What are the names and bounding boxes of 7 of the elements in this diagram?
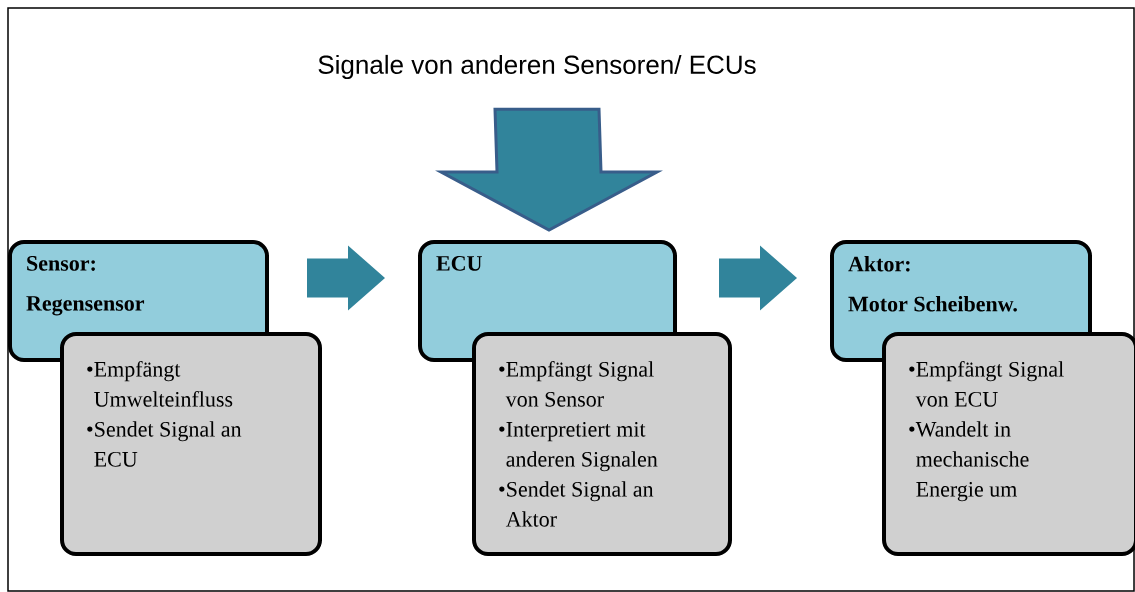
block-arrow [719,245,797,311]
block-arrow [307,245,385,311]
title-text: Signale von anderen Sensoren/ ECUs [318,54,756,80]
block-arrow [435,107,663,232]
description-box: •Empfängt Umwelteinfluss •Sendet Signal an ECU [60,332,322,556]
description-box: •Empfängt Signal von Sensor •Interpretiert mit anderen Signalen •Sendet Signal an Aktor [472,332,732,556]
description-box: •Empfängt Signal von ECU •Wandelt in mechanische Energie um [882,332,1135,556]
